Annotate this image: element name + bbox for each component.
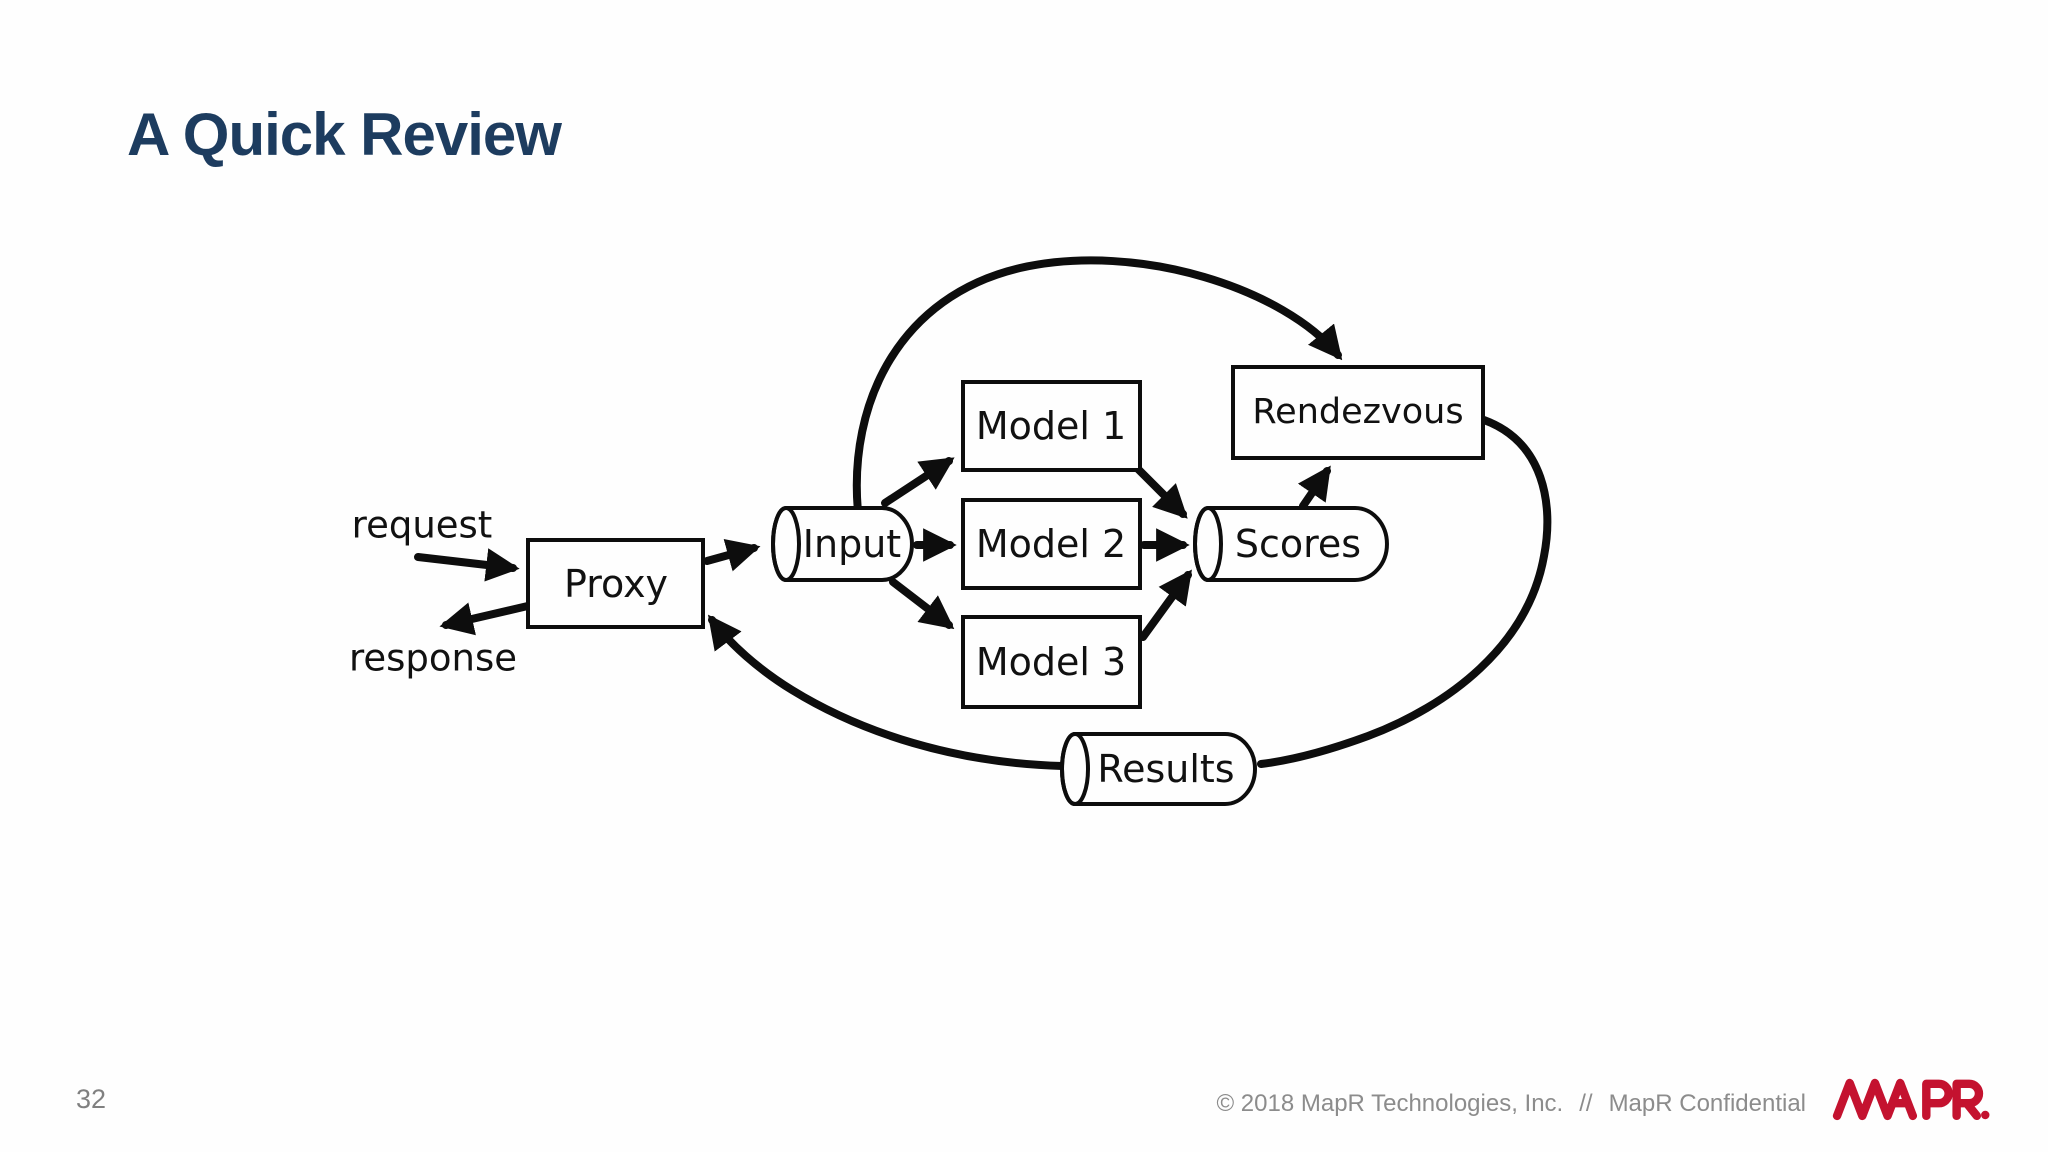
node-model1: Model 1 [961,380,1142,472]
node-scores: Scores [1193,506,1389,582]
slide-title: A Quick Review [127,101,562,168]
edge-input-rendezvous [852,256,1343,516]
edge-proxy-response [439,601,536,636]
node-model1-label: Model 1 [976,404,1126,448]
node-rendezvous: Rendezvous [1231,365,1485,460]
node-input-label: Input [803,522,901,566]
footer-text: © 2018 MapR Technologies, Inc. // MapR C… [1216,1090,1806,1118]
edge-input-model1 [881,457,955,507]
mapr-logo: MAPR. [1832,1078,1990,1121]
footer-confidential: MapR Confidential [1608,1090,1806,1117]
node-proxy: Proxy [526,538,705,629]
node-model2-label: Model 2 [976,522,1126,566]
node-input: Input [771,506,914,582]
footer-copyright: © 2018 MapR Technologies, Inc. [1216,1090,1564,1117]
node-results: Results [1060,732,1257,806]
node-model3-label: Model 3 [976,640,1126,684]
logo-letter-r [1952,1079,1984,1121]
node-results-label: Results [1097,747,1234,791]
footer-separator: // [1579,1090,1593,1117]
node-scores-label: Scores [1235,522,1361,566]
edge-model3-scores [1139,569,1192,641]
node-model2: Model 2 [961,498,1142,590]
edge-request-proxy [414,548,520,582]
response-label: response [349,637,517,680]
edge-results-proxy [707,614,1066,770]
logo-letter-p [1922,1079,1953,1121]
node-model3: Model 3 [961,615,1142,709]
edge-rendezvous-results [1257,416,1552,768]
slide-footer: © 2018 MapR Technologies, Inc. // MapR C… [1216,1072,1992,1126]
edge-scores-rendezvous [1297,465,1331,510]
logo-period [1981,1110,1990,1120]
edge-proxy-input [703,538,761,572]
request-label: request [352,504,493,547]
node-proxy-label: Proxy [564,562,668,606]
logo-letters-ma [1832,1078,1918,1121]
node-rendezvous-label: Rendezvous [1252,392,1463,432]
edge-input-model3 [889,578,955,630]
page-number: 32 [76,1084,107,1114]
